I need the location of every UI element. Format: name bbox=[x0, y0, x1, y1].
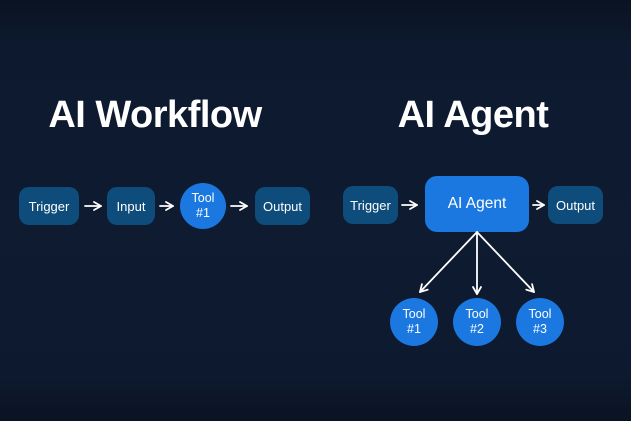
agent-tool-1-label-line1: Tool bbox=[402, 307, 426, 321]
agent-trigger-node: Trigger bbox=[343, 186, 398, 224]
workflow-trigger-node: Trigger bbox=[19, 187, 79, 225]
agent-trigger-label: Trigger bbox=[350, 197, 391, 213]
agent-tool-3-node: Tool #3 bbox=[516, 298, 564, 346]
workflow-tool-1-label-line1: Tool bbox=[191, 191, 215, 205]
agent-tool-1-node: Tool #1 bbox=[390, 298, 438, 346]
workflow-tool-1-node: Tool #1 bbox=[180, 183, 226, 229]
workflow-output-node: Output bbox=[255, 187, 310, 225]
agent-tool-3-label-line1: Tool bbox=[528, 307, 552, 321]
arrow-agent-to-tool3 bbox=[476, 231, 535, 293]
agent-tool-3-label-line2: #3 bbox=[533, 322, 547, 336]
agent-output-label: Output bbox=[555, 197, 596, 213]
agent-hub-node: AI Agent bbox=[425, 176, 529, 232]
agent-output-node: Output bbox=[548, 186, 603, 224]
workflow-tool-1-label-line2: #1 bbox=[196, 206, 210, 220]
workflow-input-node: Input bbox=[107, 187, 155, 225]
agent-tool-2-label-line1: Tool bbox=[465, 307, 489, 321]
workflow-trigger-label: Trigger bbox=[28, 198, 70, 214]
arrow-agent-to-tool1 bbox=[419, 231, 478, 293]
agent-tool-2-node: Tool #2 bbox=[453, 298, 501, 346]
workflow-output-label: Output bbox=[262, 198, 303, 214]
agent-tool-1-label-line2: #1 bbox=[407, 322, 421, 336]
workflow-title: AI Workflow bbox=[48, 94, 262, 136]
agent-title: AI Agent bbox=[397, 94, 549, 136]
agent-tool-2-label-line2: #2 bbox=[470, 322, 484, 336]
workflow-input-label: Input bbox=[116, 198, 146, 214]
agent-hub-label: AI Agent bbox=[447, 195, 507, 212]
